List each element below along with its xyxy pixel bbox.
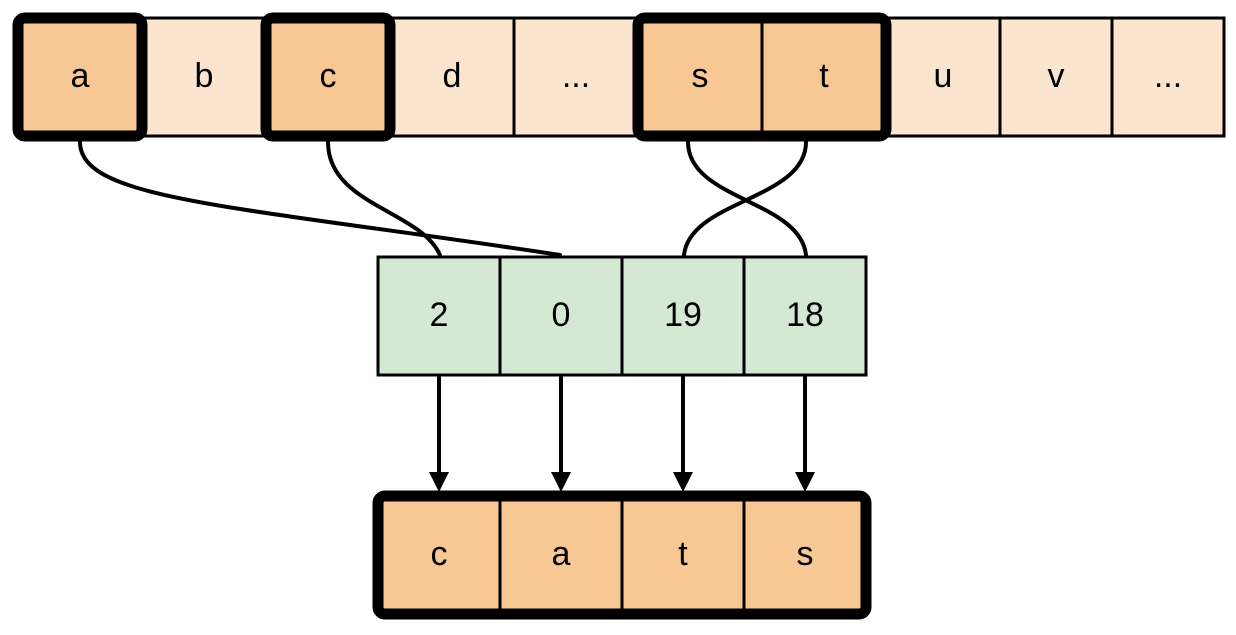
result-row: c a t s [372,490,872,620]
result-cell-3-rect[interactable] [742,494,868,616]
alphabet-cell-9-rect[interactable] [1110,16,1226,138]
arrow-index-3-head [795,472,815,492]
result-cell-0-rect[interactable] [376,494,502,616]
result-row-outline [372,490,872,620]
connector-a-to-index-0 [78,140,562,257]
arrow-index-2-head [673,472,693,492]
index-to-result-arrows [429,375,815,492]
alphabet-cell-1-rect[interactable] [140,16,268,138]
alphabet-cell-7-rect[interactable] [884,16,1002,138]
alphabet-cell-3-rect[interactable] [388,16,516,138]
index-cell-0-rect[interactable] [376,255,502,377]
alphabet-highlight-outline-a [12,12,148,142]
arrow-index-0-head [429,472,449,492]
alphabet-cell-6-rect[interactable] [760,16,888,138]
index-cell-3-rect[interactable] [742,255,868,377]
alphabet-highlight-outline-c [260,12,396,142]
alphabet-cell-5-rect[interactable] [636,16,764,138]
index-row: 2 0 19 18 [376,255,868,377]
alphabet-cell-4-rect[interactable] [512,16,640,138]
index-cell-2-rect[interactable] [620,255,746,377]
connector-t-to-index-19 [682,140,808,257]
result-cell-2-rect[interactable] [620,494,746,616]
result-cell-1-rect[interactable] [498,494,624,616]
index-cell-1-rect[interactable] [498,255,624,377]
letter-to-index-connectors [78,140,808,257]
alphabet-row: a b c d ... s t u v ... [12,12,1226,142]
connector-c-to-index-2 [326,140,442,257]
alphabet-cell-8-rect[interactable] [998,16,1114,138]
alphabet-cell-0-rect[interactable] [16,16,144,138]
arrow-index-1-head [551,472,571,492]
alphabet-cell-2-rect[interactable] [264,16,392,138]
